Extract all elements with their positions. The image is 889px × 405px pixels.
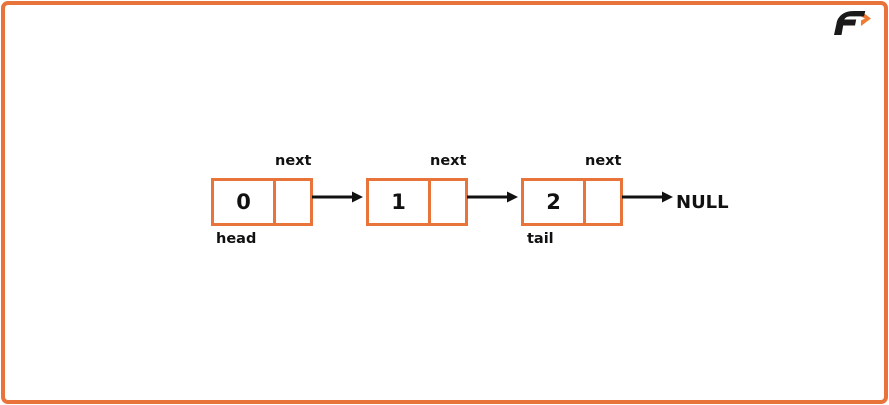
node-2-next-label: next: [585, 153, 622, 169]
node-0-next-label: next: [275, 153, 312, 169]
arrow-node-0-to-node-1: [312, 189, 364, 203]
arrow-node-2-to-null: [622, 189, 674, 203]
node-1-value: 1: [369, 181, 431, 223]
node-0-value: 0: [214, 181, 276, 223]
node-2-next-pointer-cell: [586, 181, 620, 223]
list-node-0[interactable]: 0: [211, 178, 313, 226]
tail-label: tail: [527, 231, 554, 247]
node-2-value: 2: [524, 181, 586, 223]
list-node-2[interactable]: 2: [521, 178, 623, 226]
node-1-next-label: next: [430, 153, 467, 169]
node-0-next-pointer-cell: [276, 181, 310, 223]
list-node-1[interactable]: 1: [366, 178, 468, 226]
null-terminator-label: NULL: [676, 192, 729, 213]
arrow-node-1-to-node-2: [467, 189, 519, 203]
head-label: head: [216, 231, 257, 247]
node-1-next-pointer-cell: [431, 181, 465, 223]
f-chevron-logo: [831, 8, 875, 38]
